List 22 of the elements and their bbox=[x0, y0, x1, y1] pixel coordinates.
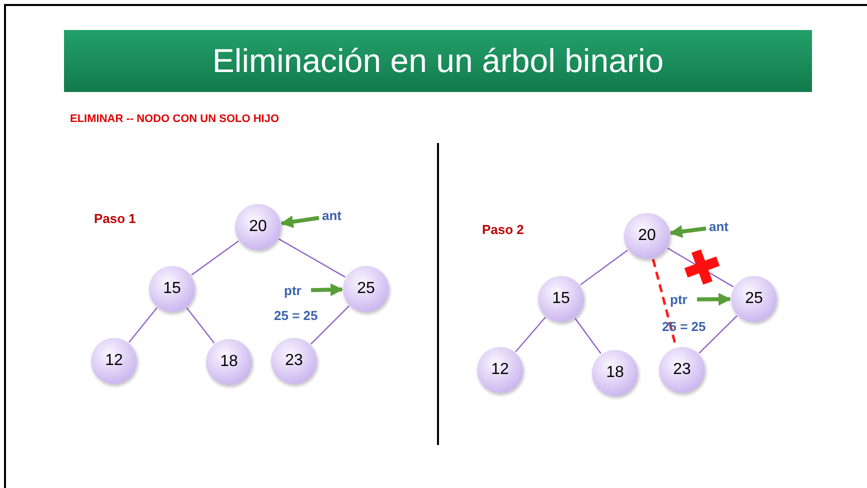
tree-branch-line bbox=[310, 306, 350, 344]
tree-branch-line bbox=[580, 250, 628, 286]
title-banner: Eliminación en un árbol binario bbox=[64, 30, 812, 92]
pointer-label: ptr bbox=[670, 291, 688, 308]
comparison-text: 25 = 25 bbox=[274, 307, 318, 325]
tree-branch-line bbox=[574, 318, 602, 354]
pointer-label: ant bbox=[322, 207, 342, 224]
pointer-label: ant bbox=[709, 218, 728, 235]
tree-branch-line bbox=[698, 315, 738, 354]
pointer-arrow bbox=[670, 225, 706, 238]
tree-branch-line bbox=[191, 240, 239, 276]
pointer-label: ptr bbox=[284, 282, 302, 299]
step-label: Paso 2 bbox=[482, 221, 524, 239]
tree-branch-line bbox=[186, 308, 215, 344]
pointer-arrow bbox=[280, 215, 320, 228]
pointer-arrow bbox=[310, 283, 344, 296]
step-label: Paso 1 bbox=[94, 210, 136, 228]
section-heading: ELIMINAR -- NODO CON UN SOLO HIJO bbox=[70, 112, 279, 127]
pointer-arrow bbox=[696, 292, 732, 306]
tree-branch-line bbox=[128, 307, 158, 343]
tree-branch-line bbox=[515, 316, 546, 352]
tree-branch-line bbox=[278, 238, 346, 278]
